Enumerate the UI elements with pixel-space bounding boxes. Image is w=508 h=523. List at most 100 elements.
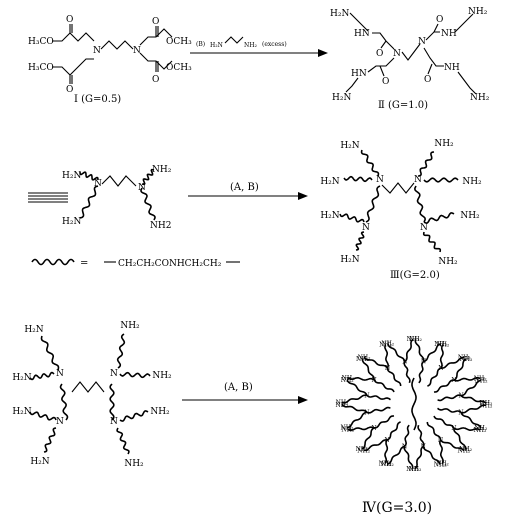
carbonyl-oxygen: O bbox=[66, 15, 73, 25]
terminal-amine: H₂N bbox=[320, 211, 339, 221]
terminal-amine: NH₂ bbox=[379, 341, 392, 348]
linker-chain bbox=[426, 421, 442, 441]
linker-chain bbox=[361, 427, 375, 450]
reaction-arrow-3: (A, B) bbox=[182, 382, 308, 404]
linker-chain bbox=[460, 395, 487, 404]
terminal-amine: NH₂ bbox=[457, 448, 470, 455]
linker-chain bbox=[384, 439, 389, 464]
compound-II: H₂N HN O N N O NH NH₂ HN O H₂N O NH NH₂ … bbox=[330, 7, 490, 111]
terminal-amine: H₂N bbox=[320, 177, 339, 187]
linker-chain bbox=[422, 446, 441, 465]
terminal-amine: NH₂ bbox=[341, 377, 354, 384]
terminal-amine: NH₂ bbox=[381, 341, 394, 348]
equivalence-symbol bbox=[28, 192, 68, 203]
linker-chain bbox=[437, 394, 462, 402]
linker-chain bbox=[433, 415, 455, 429]
linker-chain bbox=[417, 424, 425, 447]
linker-chain bbox=[460, 412, 482, 429]
linker-chain bbox=[79, 171, 99, 181]
carbonyl-oxygen: O bbox=[152, 17, 159, 27]
reagent-amine-right: NH₂ bbox=[244, 42, 257, 49]
linker-legend: = CH₂CH₂CONHCH₂CH₂ bbox=[31, 258, 240, 269]
branch-nitrogen: N bbox=[402, 359, 407, 366]
terminal-amine: NH₂ bbox=[438, 257, 458, 267]
methyl-ester-label: OCH₃ bbox=[166, 63, 192, 73]
terminal-amine: NH₂ bbox=[409, 336, 422, 343]
linker-chain bbox=[341, 404, 368, 413]
terminal-amine: NH₂ bbox=[459, 446, 472, 453]
linker-chain bbox=[437, 407, 462, 414]
linker-chain bbox=[386, 367, 402, 387]
terminal-amine: NH₂ bbox=[436, 342, 449, 349]
core-nitrogen: N bbox=[376, 175, 384, 185]
linker-chain bbox=[59, 383, 69, 421]
linker-chain bbox=[341, 394, 368, 404]
terminal-amine: NH₂ bbox=[474, 427, 487, 434]
linker-chain bbox=[414, 445, 424, 470]
linker-chain bbox=[460, 379, 482, 397]
terminal-amine: NH₂ bbox=[356, 356, 369, 363]
terminal-amine: NH₂ bbox=[340, 425, 353, 432]
reagent-excess: (excess) bbox=[262, 41, 287, 48]
linker-chain bbox=[414, 339, 425, 362]
terminal-amine: NH₂ bbox=[470, 93, 490, 103]
compound-III: N N N N Ⅲ(G=2.0) H₂NH₂NNH₂NH₂H₂NH₂NNH₂NH… bbox=[320, 139, 482, 281]
linker-chain bbox=[453, 427, 481, 431]
terminal-amine: NH₂ bbox=[152, 371, 172, 381]
linker-chain bbox=[43, 427, 57, 453]
terminal-amine: H₂N bbox=[330, 9, 349, 19]
terminal-amine: H₂N bbox=[30, 457, 49, 467]
terminal-amine: NH₂ bbox=[150, 407, 170, 417]
compound-IV-label: Ⅳ(G=3.0) bbox=[362, 500, 432, 516]
linker-chain bbox=[29, 371, 55, 381]
linker-chain bbox=[386, 421, 401, 441]
core-nitrogen: N bbox=[56, 417, 64, 427]
linker-chain bbox=[141, 168, 155, 186]
core-nitrogen: N bbox=[420, 223, 428, 233]
legend-equals: = bbox=[80, 258, 88, 269]
linker-chain bbox=[453, 358, 467, 381]
core-nitrogen: N bbox=[56, 369, 64, 379]
linker-chain bbox=[423, 212, 455, 224]
terminal-amine: NH₂ bbox=[341, 427, 354, 434]
linker-chain bbox=[423, 177, 459, 183]
amide-nh: HN bbox=[354, 29, 370, 39]
terminal-amine: H₂N bbox=[332, 93, 351, 103]
linker-chain bbox=[361, 358, 375, 380]
carbonyl-oxygen: O bbox=[382, 77, 389, 87]
linker-chain bbox=[140, 187, 156, 221]
linker-chain bbox=[423, 343, 442, 363]
reagent-amine-left: H₂N bbox=[210, 42, 223, 49]
linker-chain bbox=[346, 411, 368, 429]
linker-chain bbox=[355, 231, 365, 251]
linker-chain bbox=[417, 151, 435, 177]
linker-chain bbox=[365, 185, 381, 223]
branch-nitrogen: N bbox=[372, 377, 377, 384]
reaction-condition: (A, B) bbox=[230, 182, 259, 193]
linker-chain bbox=[453, 377, 481, 382]
linker-chain bbox=[411, 377, 417, 431]
methyl-ester-label: OCH₃ bbox=[166, 37, 192, 47]
carbonyl-oxygen: O bbox=[424, 75, 431, 85]
terminal-amine: NH₂ bbox=[480, 400, 493, 407]
core-nitrogen: N bbox=[110, 369, 118, 379]
terminal-amine: NH₂ bbox=[381, 461, 394, 468]
compound-III-label: Ⅲ(G=2.0) bbox=[390, 270, 440, 281]
terminal-amine: NH₂ bbox=[474, 425, 487, 432]
linker-chain bbox=[347, 426, 375, 431]
carbonyl-oxygen: O bbox=[436, 15, 443, 25]
terminal-amine: NH₂ bbox=[407, 336, 420, 343]
linker-chain bbox=[403, 361, 411, 384]
terminal-amine: H₂N bbox=[12, 407, 31, 417]
terminal-amine: NH₂ bbox=[436, 461, 449, 468]
linker-chain bbox=[427, 367, 442, 387]
linker-chain bbox=[418, 361, 425, 384]
terminal-amine: NH2 bbox=[150, 221, 171, 231]
linker-chain bbox=[119, 371, 151, 379]
linker-chain bbox=[422, 231, 442, 253]
linker-chain bbox=[384, 344, 390, 369]
terminal-amine: H₂N bbox=[62, 217, 81, 227]
core-nitrogen: N bbox=[94, 179, 102, 189]
